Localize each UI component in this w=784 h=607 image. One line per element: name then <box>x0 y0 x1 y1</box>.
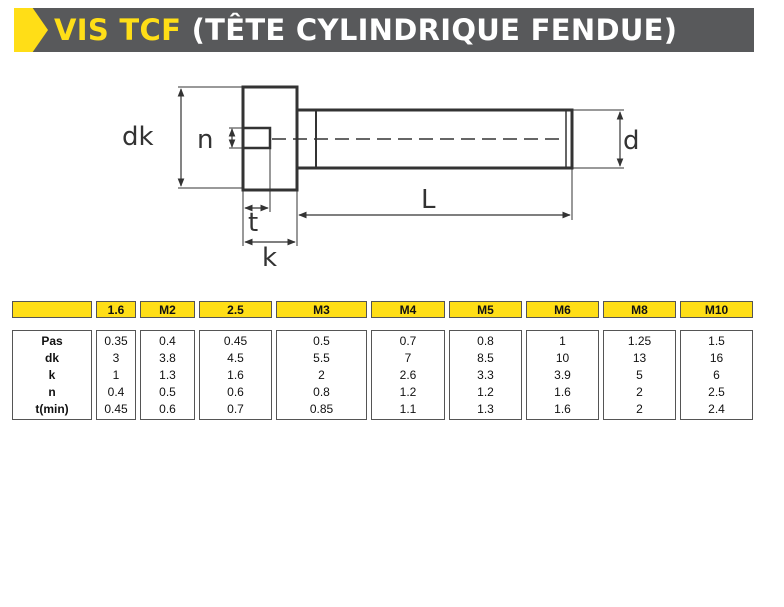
table-cell: 1.5 <box>708 333 725 348</box>
table-cell: 0.6 <box>227 385 244 400</box>
table-cell: 0.5 <box>313 333 330 348</box>
table-cell: 0.8 <box>313 385 330 400</box>
values-column: 0.5 5.5 2 0.8 0.85 <box>276 330 367 420</box>
table-cell: 6 <box>713 368 720 382</box>
values-column: 0.35 3 1 0.4 0.45 <box>96 330 136 420</box>
values-column: 0.7 7 2.6 1.2 1.1 <box>371 330 445 420</box>
table-cell: 1.6 <box>227 368 244 382</box>
values-column: 1.25 13 5 2 2 <box>603 330 676 420</box>
table-cell: 13 <box>632 350 647 365</box>
size-header: M5 <box>449 301 522 318</box>
values-column: 1 10 3.9 1.6 1.6 <box>526 330 599 420</box>
table-cell: 5 <box>636 368 643 382</box>
title-highlight: VIS TCF <box>54 13 182 47</box>
table-cell: 0.45 <box>223 333 248 348</box>
table-cell: 2 <box>636 402 643 417</box>
label-t: t <box>248 208 258 238</box>
table-cell: 0.8 <box>477 333 494 348</box>
row-label: t(min) <box>35 402 69 417</box>
table-cell: 0.7 <box>227 402 244 417</box>
table-cell: 1.6 <box>554 385 571 400</box>
table-cell: 0.6 <box>159 402 176 417</box>
table-cell: 0.35 <box>104 333 128 348</box>
table-cell: 0.85 <box>309 402 334 417</box>
header-blank <box>12 301 92 318</box>
row-label: k <box>48 368 56 382</box>
row-label: dk <box>44 350 59 365</box>
table-cell: 0.45 <box>104 402 128 417</box>
table-cell: 2.6 <box>399 368 417 382</box>
size-header: M4 <box>371 301 445 318</box>
size-header: M2 <box>140 301 195 318</box>
table-cell: 3 <box>112 350 120 365</box>
label-L: L <box>421 185 436 215</box>
table-cell: 7 <box>404 350 412 365</box>
size-header: M6 <box>526 301 599 318</box>
row-label: Pas <box>41 333 63 348</box>
title-banner <box>14 8 754 52</box>
label-dk: dk <box>122 122 154 152</box>
table-cell: 3.8 <box>159 350 176 365</box>
table-cell: 1.3 <box>159 368 176 382</box>
label-n: n <box>197 125 213 155</box>
size-header: 2.5 <box>199 301 272 318</box>
row-labels-column: Pas dk k n t(min) <box>12 330 92 420</box>
row-label: n <box>48 385 56 400</box>
table-cell: 2 <box>636 385 643 400</box>
table-cell: 0.4 <box>107 385 125 400</box>
page-title: VIS TCF (TÊTE CYLINDRIQUE FENDUE) <box>54 8 677 52</box>
table-cell: 2.5 <box>708 385 725 400</box>
table-cell: 10 <box>555 350 570 365</box>
table-cell: 5.5 <box>313 350 330 365</box>
table-cell: 16 <box>709 350 724 365</box>
table-cell: 1.2 <box>399 385 417 400</box>
table-cell: 1 <box>559 333 566 348</box>
size-header: 1.6 <box>96 301 136 318</box>
table-cell: 1.2 <box>477 385 494 400</box>
table-cell: 1.1 <box>399 402 417 417</box>
table-cell: 1.3 <box>477 402 494 417</box>
size-header: M10 <box>680 301 753 318</box>
values-column: 0.4 3.8 1.3 0.5 0.6 <box>140 330 195 420</box>
table-cell: 0.7 <box>399 333 417 348</box>
table-cell: 3.3 <box>477 368 494 382</box>
label-d: d <box>623 126 640 156</box>
size-header: M8 <box>603 301 676 318</box>
table-cell: 1 <box>112 368 120 382</box>
table-cell: 2 <box>318 368 325 382</box>
values-column: 0.45 4.5 1.6 0.6 0.7 <box>199 330 272 420</box>
title-rest: (TÊTE CYLINDRIQUE FENDUE) <box>181 13 678 47</box>
table-cell: 8.5 <box>477 350 494 365</box>
screw-drawing: dk n d L t k <box>122 85 640 273</box>
values-column: 1.5 16 6 2.5 2.4 <box>680 330 753 420</box>
screw-slot <box>243 126 272 150</box>
table-cell: 0.4 <box>159 333 176 348</box>
values-column: 0.8 8.5 3.3 1.2 1.3 <box>449 330 522 420</box>
table-cell: 4.5 <box>227 350 244 365</box>
table-cell: 3.9 <box>554 368 571 382</box>
table-cell: 0.5 <box>159 385 176 400</box>
table-cell: 1.6 <box>554 402 571 417</box>
label-k: k <box>262 243 277 273</box>
size-header: M3 <box>276 301 367 318</box>
table-cell: 2.4 <box>708 402 725 417</box>
table-cell: 1.25 <box>627 333 652 348</box>
